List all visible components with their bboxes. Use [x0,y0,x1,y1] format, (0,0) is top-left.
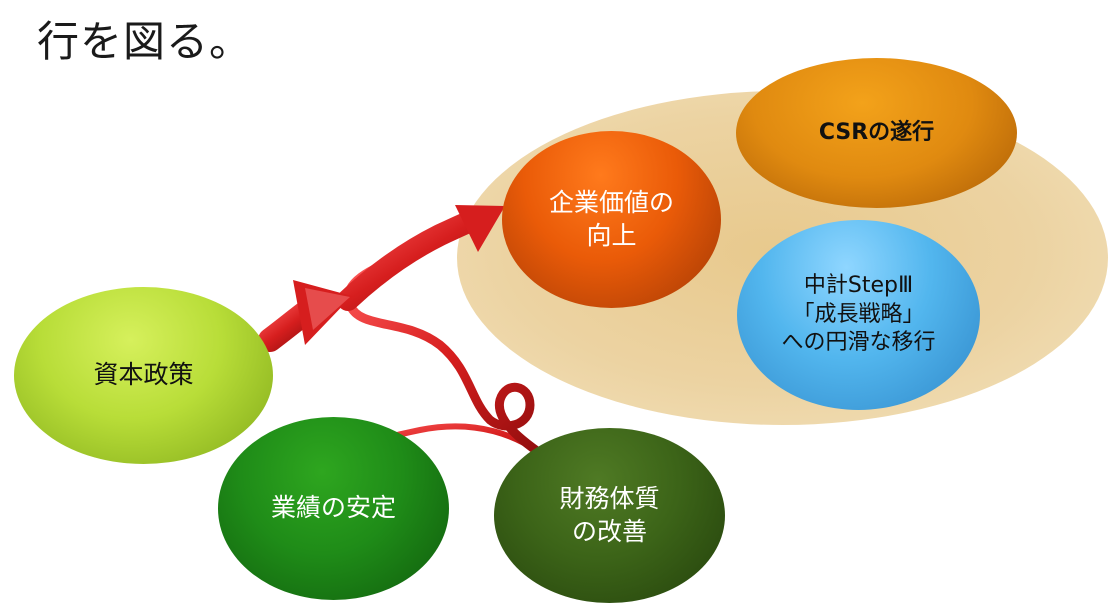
node-corporate-value-label: 企業価値の 向上 [548,188,674,250]
node-midterm-plan-label: 中計StepⅢ 「成長戦略」 への円滑な移行 [781,273,936,356]
node-performance: 業績の安定 [218,417,449,600]
node-financial-label: 財務体質 の改善 [559,484,660,546]
node-corporate-value: 企業価値の 向上 [502,131,721,308]
node-csr-label: CSRの遂行 [818,119,935,145]
node-capital-policy: 資本政策 [14,287,273,464]
heading-text: 行を図る。 [37,17,253,66]
node-capital-policy-label: 資本政策 [93,360,194,390]
main-arrow-shaft [337,206,491,311]
main-arrowhead [455,205,505,252]
node-financial: 財務体質 の改善 [494,428,725,603]
node-midterm-plan: 中計StepⅢ 「成長戦略」 への円滑な移行 [737,220,980,410]
node-performance-label: 業績の安定 [270,493,396,523]
node-csr: CSRの遂行 [736,58,1017,208]
